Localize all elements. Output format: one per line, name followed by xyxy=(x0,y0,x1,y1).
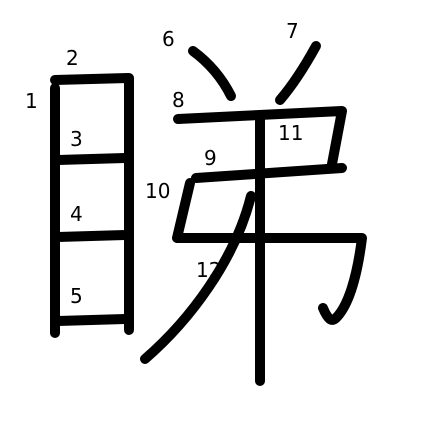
stroke-number-7: 7 xyxy=(286,19,299,43)
stroke-number-9: 9 xyxy=(204,146,217,170)
stroke-12 xyxy=(140,191,256,364)
stroke-number-12: 12 xyxy=(196,258,221,282)
stroke-number-11: 11 xyxy=(278,121,303,145)
stroke-8 xyxy=(173,106,347,169)
stroke-2 xyxy=(50,73,134,335)
stroke-number-6: 6 xyxy=(162,27,175,51)
stroke-3 xyxy=(53,153,130,165)
stroke-number-8: 8 xyxy=(172,88,185,112)
stroke-4 xyxy=(53,230,130,242)
stroke-9 xyxy=(191,163,347,183)
stroke-6 xyxy=(188,46,236,101)
stroke-number-1: 1 xyxy=(25,89,38,113)
stroke-number-4: 4 xyxy=(70,202,83,226)
stroke-number-5: 5 xyxy=(70,284,83,308)
stroke-number-labels: 1 2 3 4 5 6 7 8 9 10 11 12 xyxy=(25,19,303,308)
stroke-5 xyxy=(53,314,130,326)
stroke-7 xyxy=(275,41,321,105)
stroke-number-10: 10 xyxy=(145,179,170,203)
stroke-number-2: 2 xyxy=(66,46,79,70)
stroke-number-3: 3 xyxy=(70,127,83,151)
stroke-10 xyxy=(172,178,367,325)
strokes xyxy=(50,41,367,386)
